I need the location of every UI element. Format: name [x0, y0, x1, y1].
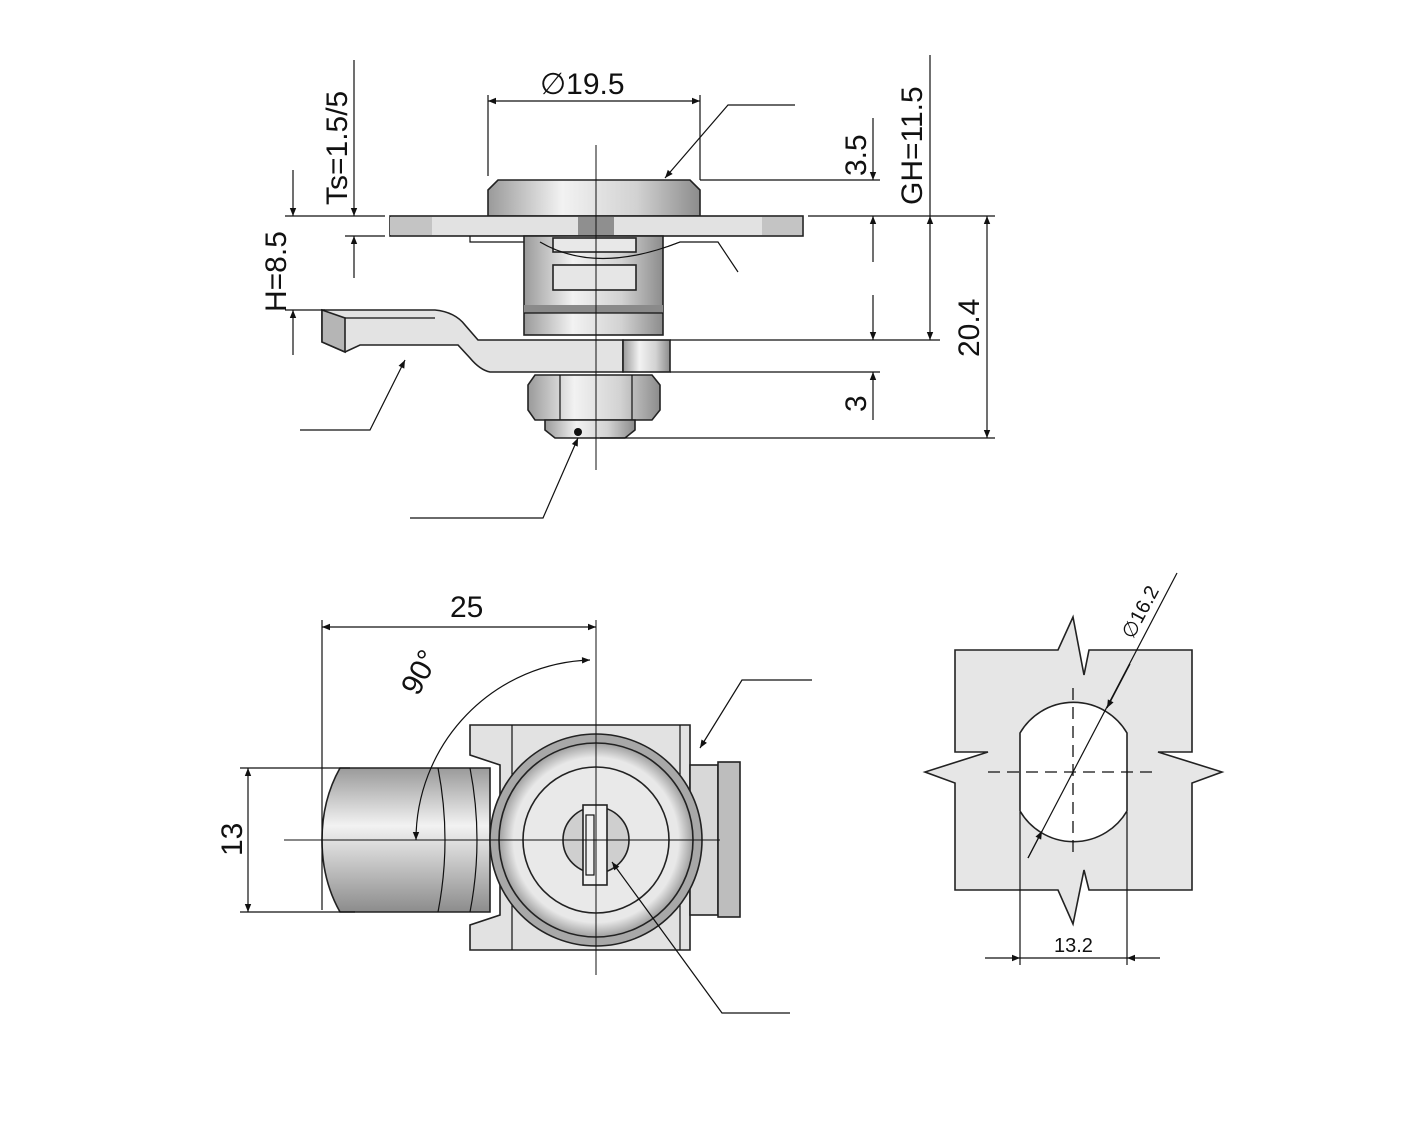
leader-washer — [410, 437, 579, 519]
dim-total-depth: 20.4 — [953, 299, 986, 357]
leader-bezel — [664, 104, 795, 179]
dim-bezel-diameter: ∅19.5 — [540, 68, 625, 101]
dim-cam-length: 25 — [450, 591, 483, 624]
rotation-arc — [412, 657, 591, 841]
dim-rotation-angle: 90° — [395, 645, 445, 701]
dim-grip-height: GH=11.5 — [896, 86, 929, 205]
end-washer — [544, 419, 636, 439]
dim-cam-width: 13 — [216, 823, 249, 856]
dim-flat-width: 13.2 — [1054, 935, 1093, 957]
side-view: ∅19.5 Ts=1.5/5 H=8.5 3.5 GH=11.5 20.4 — [260, 55, 995, 519]
dim-cam-thickness: 3 — [840, 395, 873, 412]
panel-cutout-view: ∅16.2 13.2 — [922, 572, 1225, 965]
dim-bezel-height: 3.5 — [840, 134, 873, 176]
bezel — [487, 179, 701, 217]
cam-hub — [622, 339, 671, 373]
dim-height: H=8.5 — [260, 231, 293, 312]
hex-nut — [527, 374, 661, 421]
leader-cam — [300, 359, 406, 431]
dim-panel-thickness: Ts=1.5/5 — [321, 91, 354, 205]
side-dimensions: ∅19.5 Ts=1.5/5 H=8.5 3.5 GH=11.5 20.4 — [260, 55, 995, 519]
cam-arm — [321, 309, 624, 373]
cylinder-slot — [552, 264, 637, 291]
front-view: 25 90° 13 — [216, 591, 812, 1014]
panel-plate — [922, 614, 1225, 927]
lock-body-side — [321, 145, 804, 470]
lock-body-front — [284, 620, 741, 975]
leader-housing — [699, 679, 812, 749]
flange-edge — [717, 761, 741, 918]
leader-key — [611, 861, 790, 1014]
